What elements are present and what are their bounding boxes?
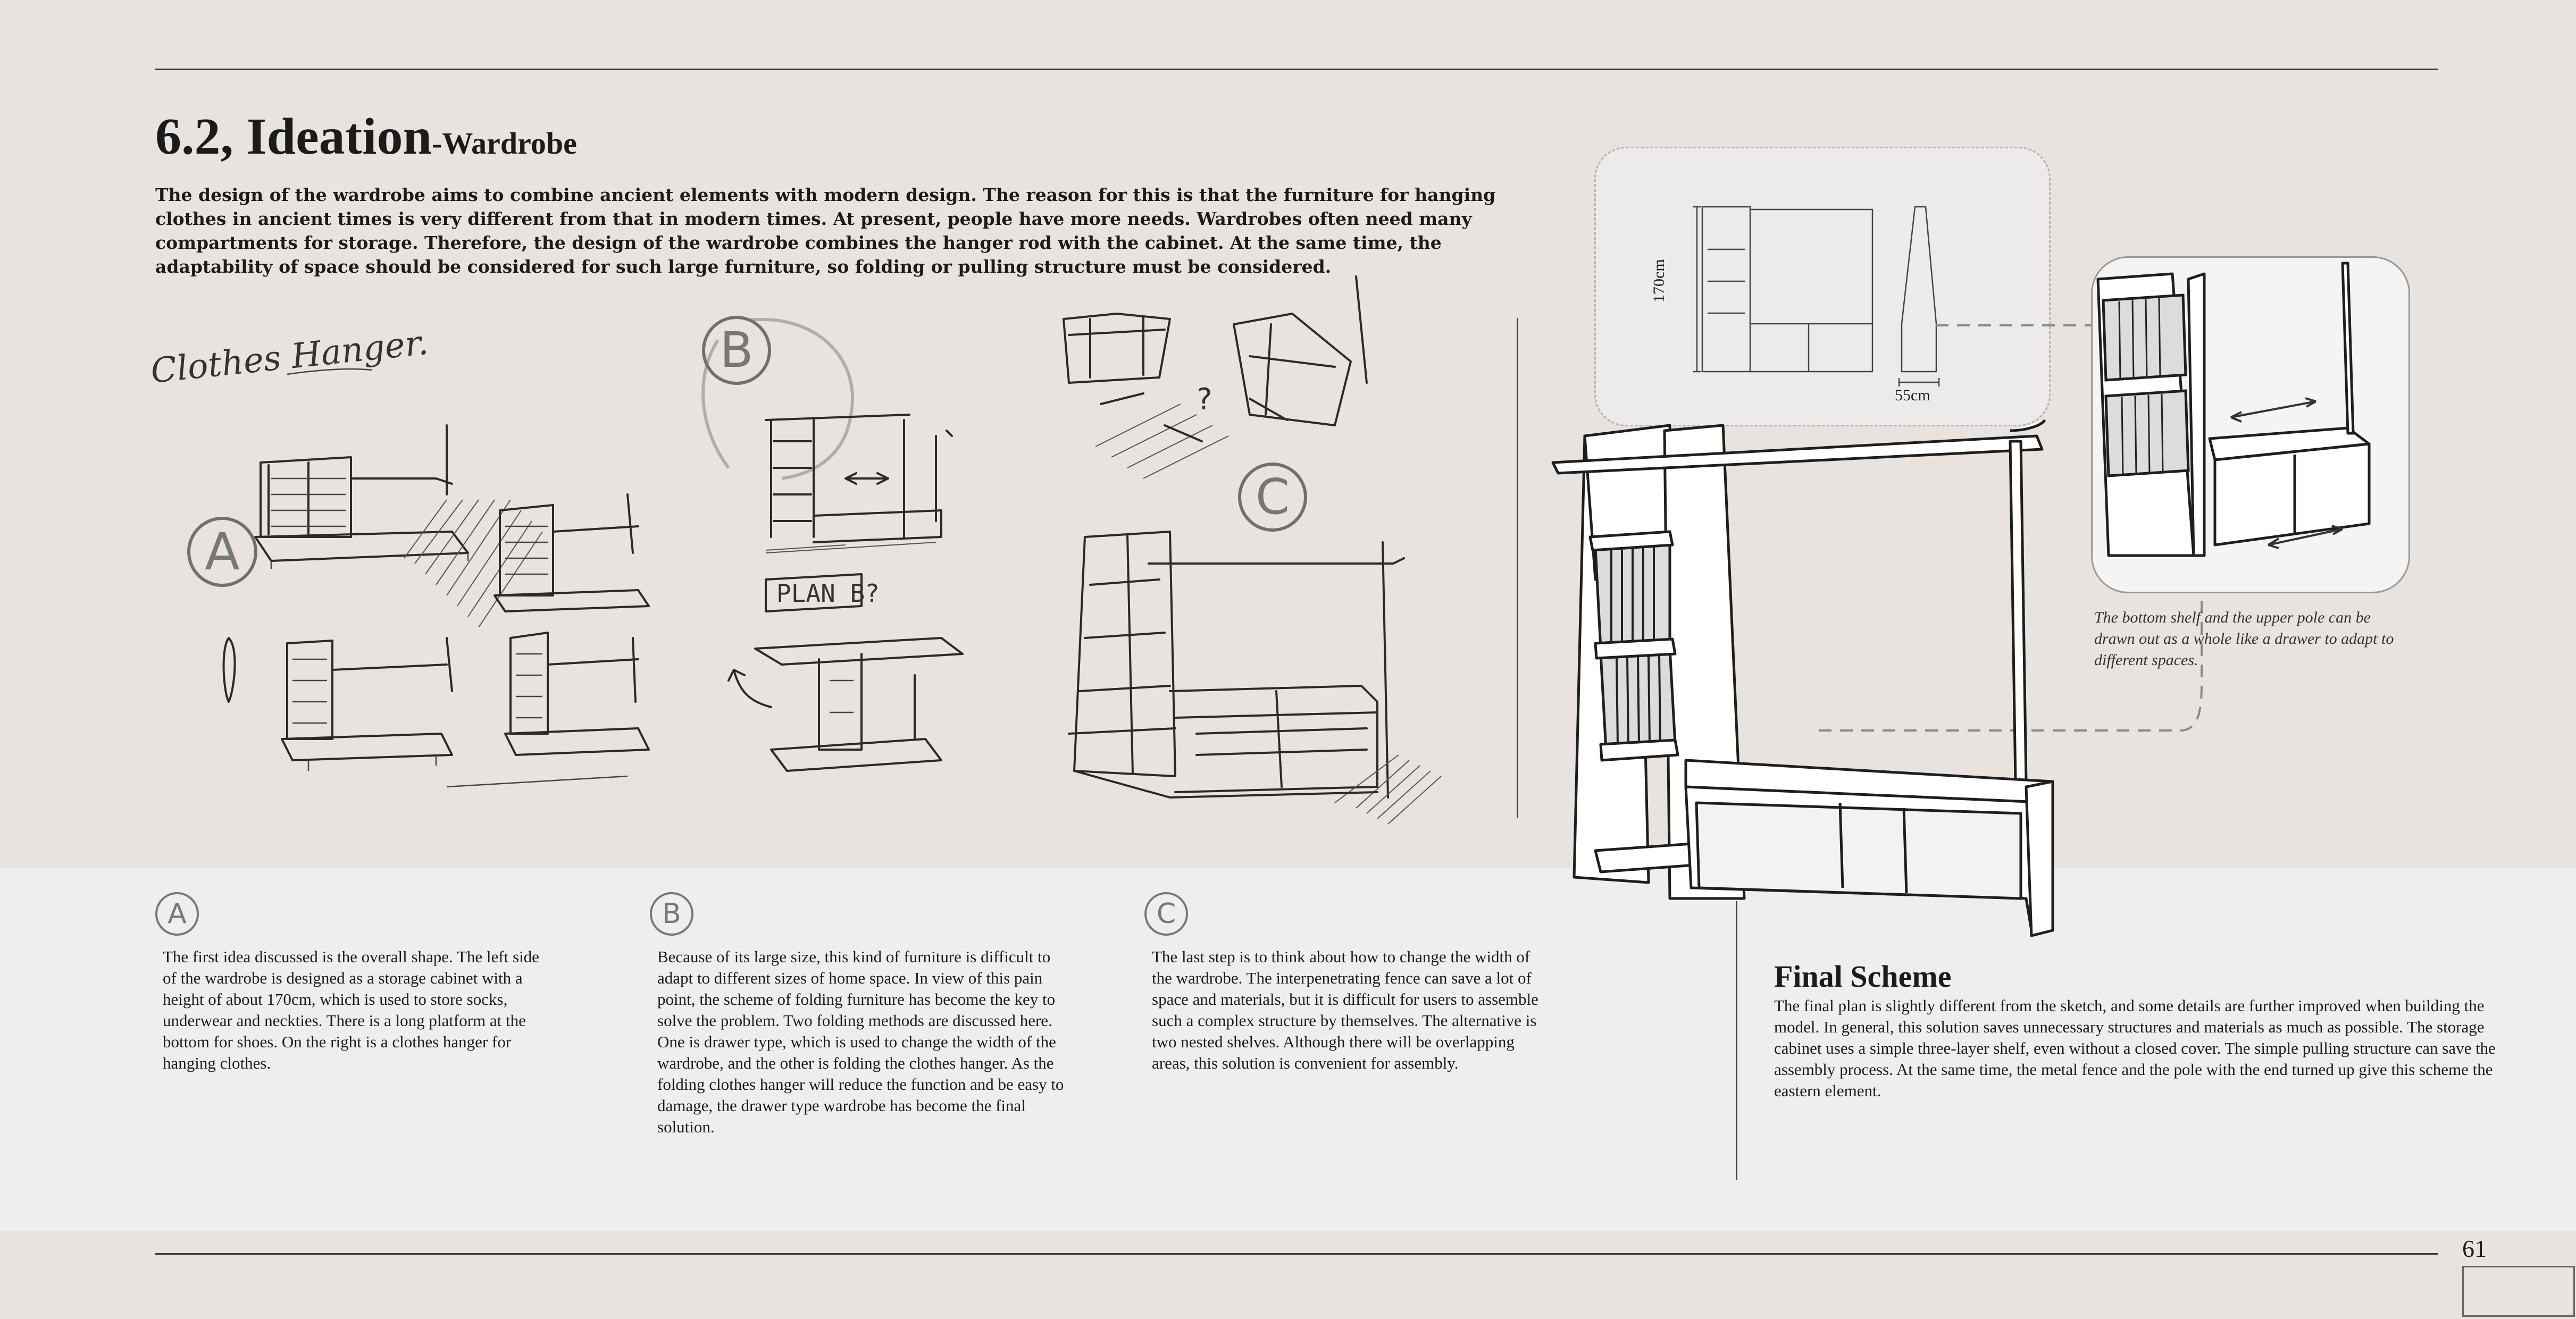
detail-drawing bbox=[2096, 262, 2371, 557]
plan-b-text: PLAN B? bbox=[776, 579, 880, 608]
vertical-divider bbox=[1517, 318, 1518, 818]
question-mark: ? bbox=[1197, 382, 1212, 417]
sketch-a: Clothes Hanger. A bbox=[149, 319, 670, 788]
sketch-a-drawing: Clothes Hanger. bbox=[149, 323, 650, 788]
dimension-drawing bbox=[1693, 206, 1940, 387]
page-number-box bbox=[2462, 1266, 2575, 1317]
page-title: 6.2, Ideation-Wardrobe bbox=[155, 108, 577, 165]
final-model-drawing bbox=[1551, 419, 2054, 937]
sketch-a-marker: A bbox=[187, 517, 257, 587]
sketch-b: PLAN B? B bbox=[686, 308, 984, 797]
sketch-b-marker: B bbox=[702, 316, 771, 385]
sketch-c: ? C bbox=[1037, 266, 1452, 829]
final-model-render bbox=[1551, 419, 2074, 937]
detail-render bbox=[2091, 256, 2410, 593]
column-c-marker: C bbox=[1144, 892, 1188, 936]
column-a-marker: A bbox=[155, 892, 199, 936]
column-a-text: The first idea discussed is the overall … bbox=[163, 947, 539, 1072]
column-b-marker: B bbox=[650, 892, 693, 936]
sketch-c-marker: C bbox=[1238, 463, 1307, 532]
intro-paragraph: The design of the wardrobe aims to combi… bbox=[155, 184, 1496, 277]
final-scheme-text: The final plan is slightly different fro… bbox=[1774, 996, 2496, 1100]
column-c-text: The last step is to think about how to c… bbox=[1152, 947, 1538, 1072]
bottom-rule bbox=[155, 1253, 2438, 1255]
detail-caption: The bottom shelf and the upper pole can … bbox=[2094, 609, 2394, 669]
depth-dimension: 55cm bbox=[1895, 387, 1930, 404]
page-number: 61 bbox=[2462, 1235, 2487, 1262]
sketch-b-drawing: PLAN B? bbox=[701, 317, 964, 772]
column-b-text: Because of its large size, this kind of … bbox=[657, 947, 1064, 1136]
final-scheme-divider bbox=[1736, 901, 1737, 1180]
final-scheme-title: Final Scheme bbox=[1774, 959, 1952, 994]
text-band bbox=[0, 868, 2576, 1231]
sketch-c-drawing: ? bbox=[1063, 275, 1442, 825]
dimension-diagram: 170cm 55cm bbox=[1594, 147, 2051, 426]
top-rule bbox=[155, 69, 2438, 70]
page-subtitle: -Wardrobe bbox=[432, 126, 577, 161]
